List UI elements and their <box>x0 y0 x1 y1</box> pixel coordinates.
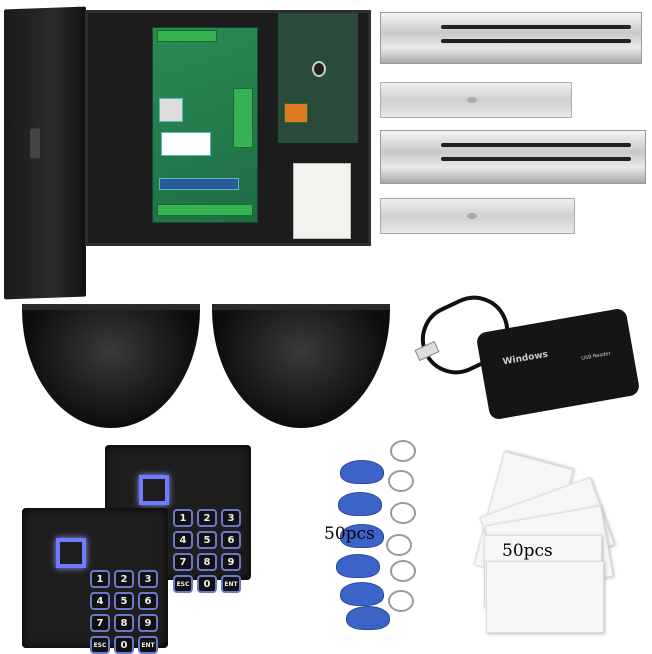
keyfob-quantity: 50pcs <box>324 524 375 544</box>
keypad-key: 6 <box>138 592 158 610</box>
keypad-key: 5 <box>114 592 134 610</box>
armature-plate-1 <box>380 82 572 118</box>
keypad-key: 2 <box>114 570 134 588</box>
keypad-key: 1 <box>173 509 193 527</box>
transformer <box>293 163 351 239</box>
keypad-key: 9 <box>138 614 158 632</box>
keypad-key: ESC <box>173 575 193 593</box>
keypad-key: ESC <box>90 636 110 654</box>
keypad-key: 8 <box>114 614 134 632</box>
power-board <box>278 13 358 143</box>
keypad-key: 3 <box>221 509 241 527</box>
magnetic-lock-1 <box>380 12 642 64</box>
keypad-key: 0 <box>197 575 217 593</box>
magnetic-lock-2 <box>380 130 646 184</box>
keypad-key: ENT <box>138 636 158 654</box>
keypad-key: ENT <box>221 575 241 593</box>
keypad-key: 6 <box>221 531 241 549</box>
reader-brand: Windows <box>502 349 549 368</box>
keypad-key: 8 <box>197 553 217 571</box>
controller-board <box>152 27 258 223</box>
reader-model: USB Reader <box>580 350 612 362</box>
keypad-key: 7 <box>90 614 110 632</box>
keypad-key: 4 <box>173 531 193 549</box>
exit-sensor-2 <box>212 304 390 428</box>
keypad-key: 0 <box>114 636 134 654</box>
keyfob-group: 50pcs <box>324 440 430 630</box>
rfid-indicator <box>56 538 86 568</box>
door-lock <box>30 128 40 159</box>
access-control-box <box>85 10 371 246</box>
keypad-key: 7 <box>173 553 193 571</box>
keypad-key: 4 <box>90 592 110 610</box>
keypad-key: 3 <box>138 570 158 588</box>
keypad-key: 2 <box>197 509 217 527</box>
rfid-indicator <box>139 475 169 505</box>
control-box-door <box>4 6 86 300</box>
card-stack: 50pcs <box>473 451 618 640</box>
keypad-key: 9 <box>221 553 241 571</box>
card-quantity: 50pcs <box>502 541 553 561</box>
armature-plate-2 <box>380 198 575 234</box>
keypad-key: 5 <box>197 531 217 549</box>
keypad-key: 1 <box>90 570 110 588</box>
exit-sensor-1 <box>22 304 200 428</box>
